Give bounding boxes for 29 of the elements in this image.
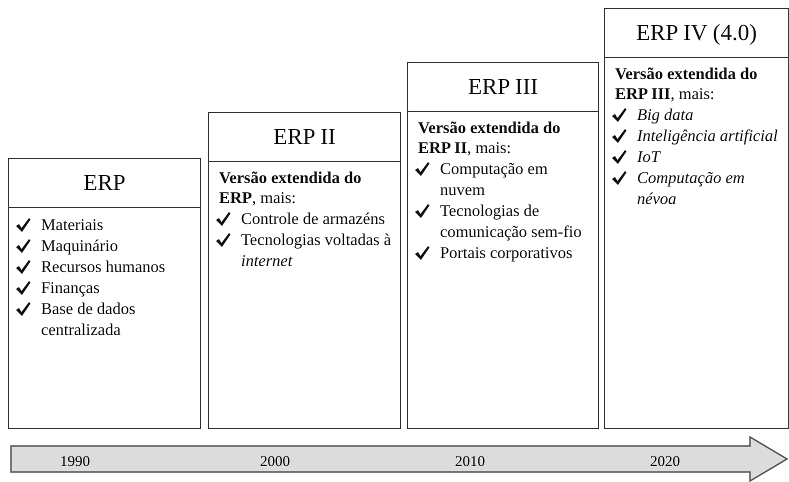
list-item: Tecnologias voltadas à internet <box>241 229 392 271</box>
list-item: Recursos humanos <box>41 256 166 277</box>
intro-text: Versão extendida do ERP II, mais: <box>418 118 562 158</box>
year-label: 2000 <box>259 454 291 471</box>
list-item: Inteligência artificial <box>637 125 778 146</box>
year-label: 2010 <box>454 454 486 471</box>
list-item: Materiais <box>41 214 104 235</box>
column-box <box>604 8 789 429</box>
list-item: Computação em névoa <box>637 167 746 209</box>
column-box <box>8 158 201 429</box>
list-item: Maquinário <box>41 235 118 256</box>
list-item: Tecnologias de comunicação sem-fio <box>440 200 583 242</box>
column-title: ERP IV (4.0) <box>636 20 757 46</box>
column-title: ERP II <box>273 124 336 150</box>
intro-text: Versão extendida do ERP, mais: <box>219 168 362 208</box>
column-box <box>208 112 401 429</box>
list-item: Base de dados centralizada <box>41 298 136 340</box>
list-item: Big data <box>637 104 694 125</box>
list-item: IoT <box>637 146 660 167</box>
column-box <box>407 62 599 429</box>
list-item: Finanças <box>41 277 100 298</box>
column-title: ERP <box>83 170 126 196</box>
list-item: Controle de armazéns <box>241 208 385 229</box>
year-label: 2020 <box>649 454 681 471</box>
list-item: Portais corporativos <box>440 242 572 263</box>
year-label: 1990 <box>59 454 91 471</box>
column-title: ERP III <box>468 74 538 100</box>
list-item: Computação em nuvem <box>440 158 549 200</box>
intro-text: Versão extendida do ERP III, mais: <box>615 64 758 104</box>
